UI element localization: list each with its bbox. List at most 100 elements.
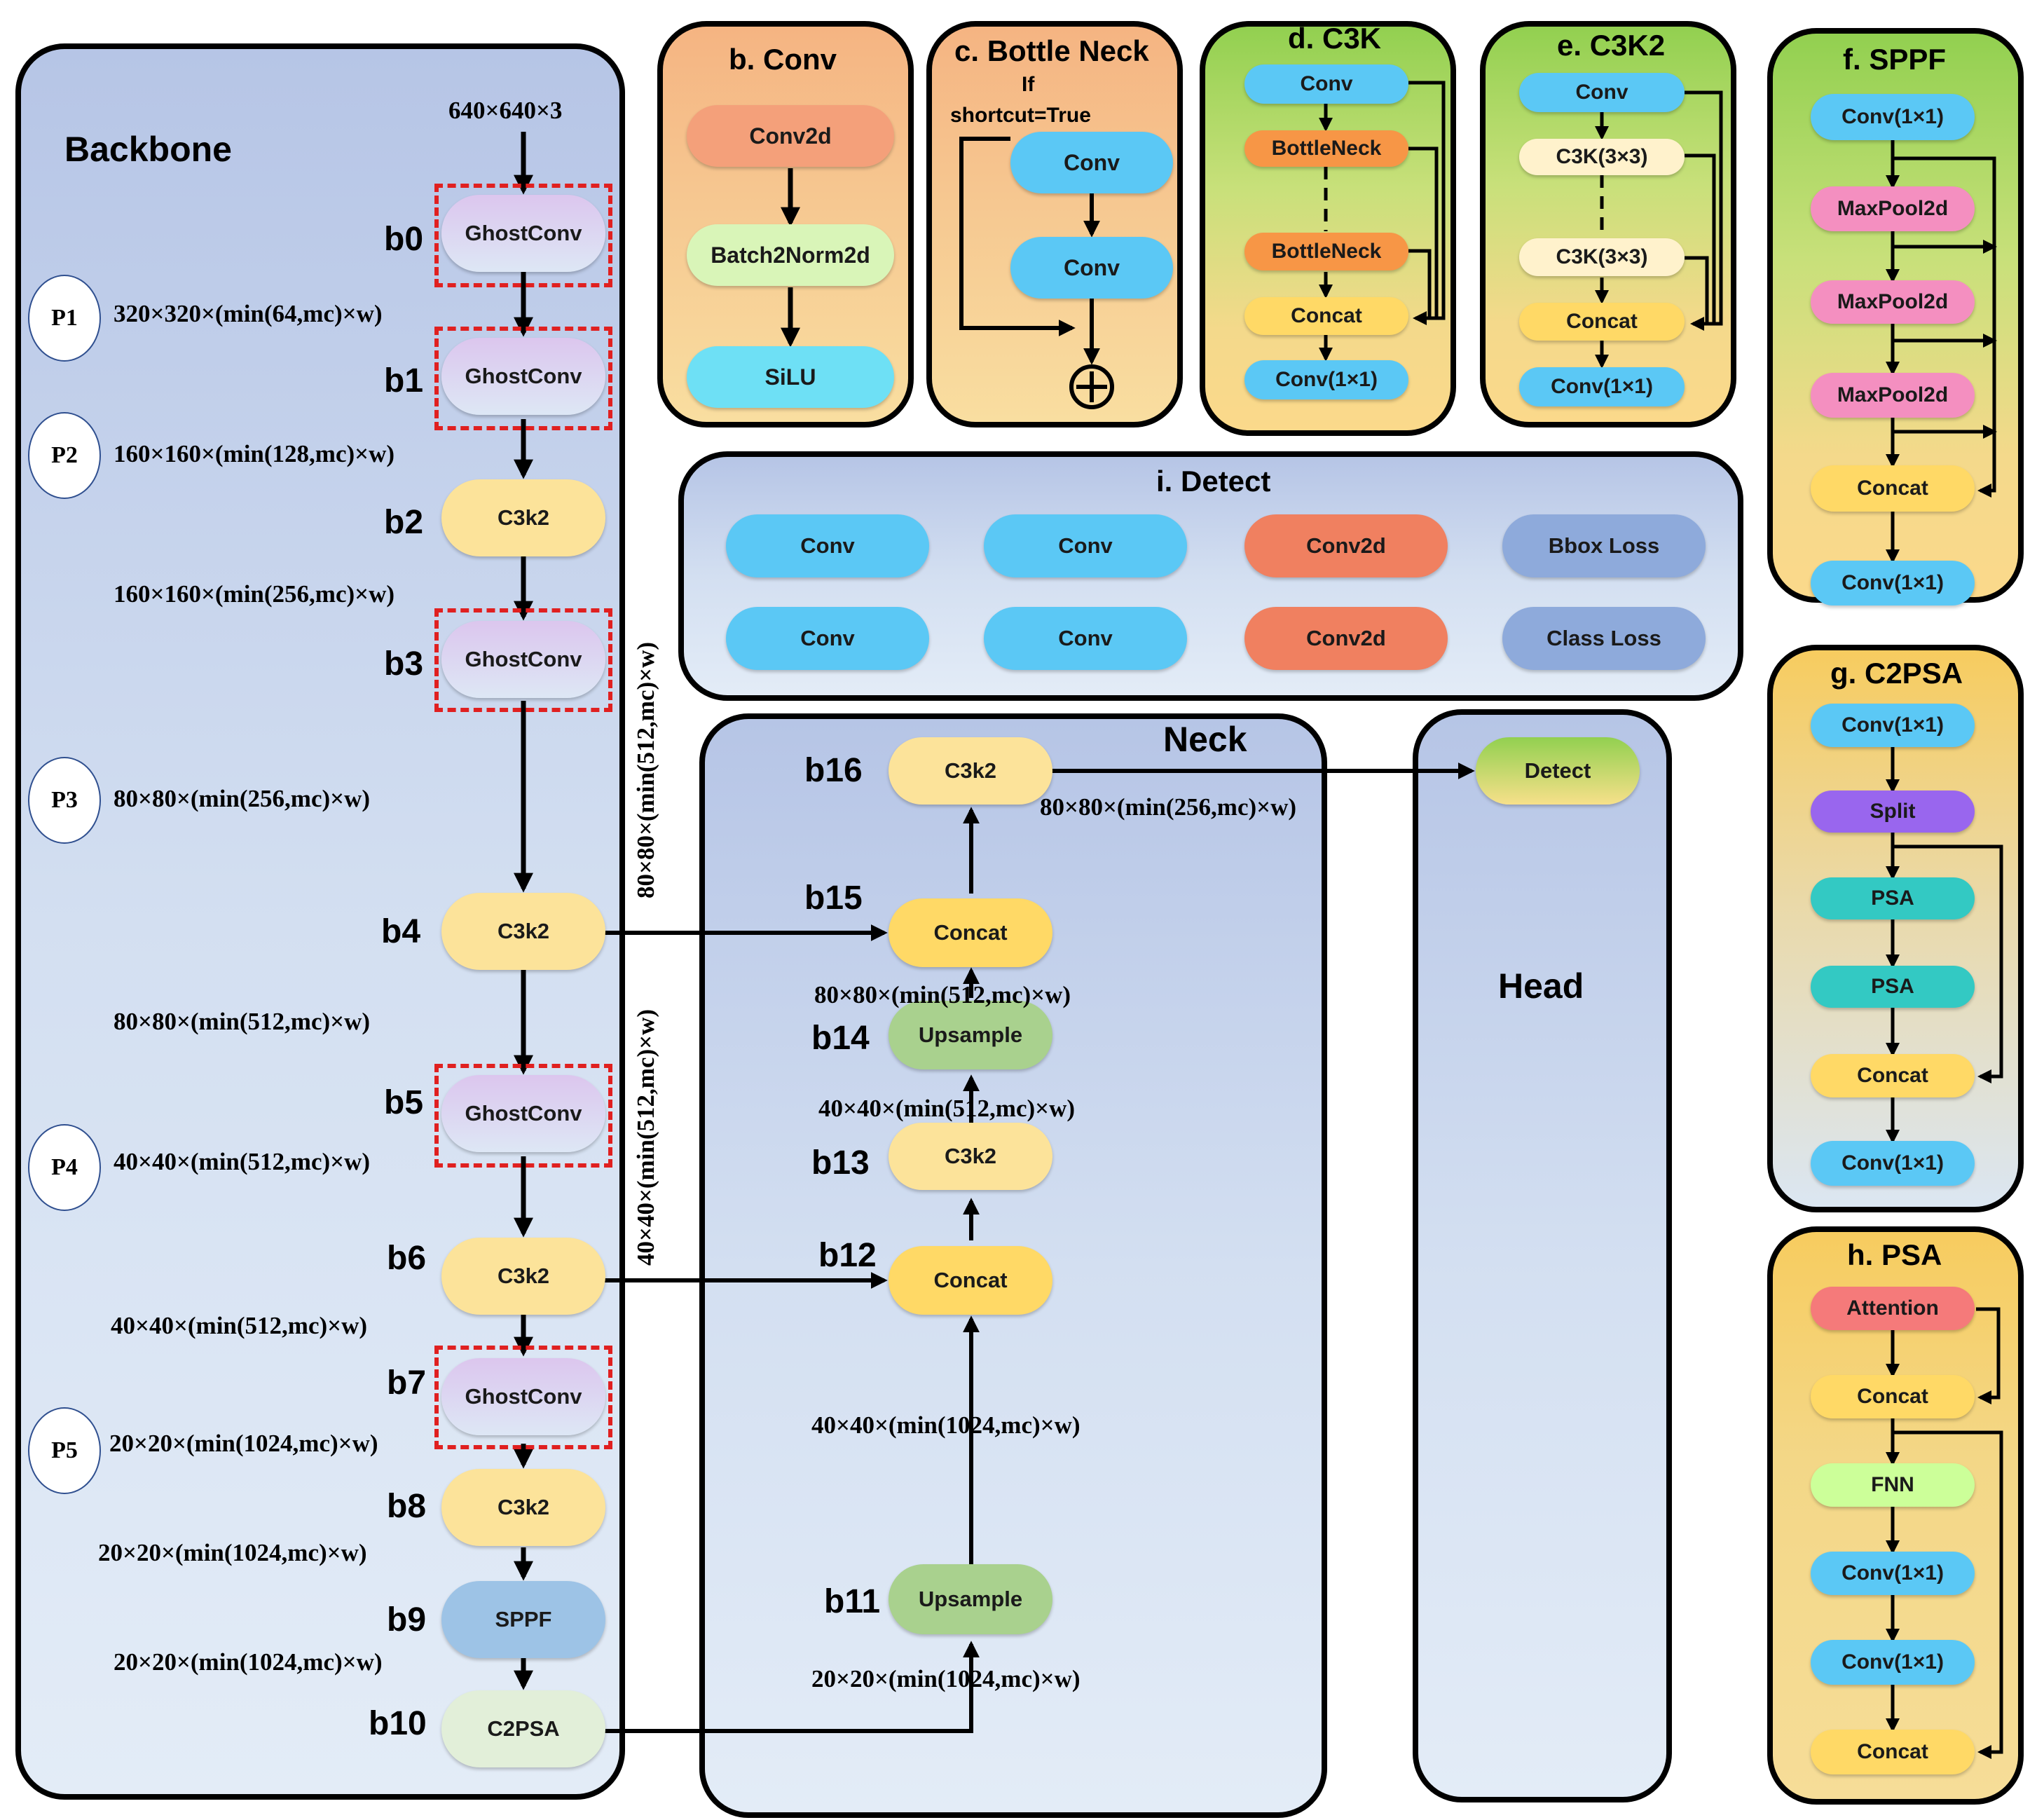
c3k-conv[interactable]: Conv <box>1244 64 1408 104</box>
b2-label: b2 <box>384 504 424 541</box>
head-panel <box>1413 709 1672 1802</box>
c3k-bottleneck-2[interactable]: BottleNeck <box>1244 233 1408 271</box>
b10-c2psa[interactable]: C2PSA <box>441 1690 605 1767</box>
sppf-maxpool-1[interactable]: MaxPool2d <box>1811 186 1975 231</box>
conv-silu[interactable]: SiLU <box>687 346 894 408</box>
add-icon <box>1069 364 1114 409</box>
b0-highlight <box>434 184 612 287</box>
detect-conv-r1c2[interactable]: Conv <box>984 514 1187 577</box>
side-dim-b4: 80×80×(min(512,mc)×w) <box>632 641 659 898</box>
bottleneck-title: c. Bottle Neck <box>954 34 1149 67</box>
c3k-concat[interactable]: Concat <box>1244 297 1408 335</box>
b5-ghostconv[interactable]: GhostConv <box>441 1075 605 1152</box>
bottleneck-conv-2[interactable]: Conv <box>1010 237 1173 299</box>
b13-c3k2[interactable]: C3k2 <box>889 1123 1052 1190</box>
c2psa-psa-2[interactable]: PSA <box>1811 966 1975 1008</box>
bottleneck-conv-1[interactable]: Conv <box>1010 132 1173 193</box>
conv-conv2d[interactable]: Conv2d <box>687 105 894 167</box>
b8-label: b8 <box>387 1488 427 1525</box>
b3-ghostconv[interactable]: GhostConv <box>441 621 605 698</box>
c3k2-conv[interactable]: Conv <box>1519 73 1685 112</box>
c3k-title: d. C3K <box>1288 22 1382 55</box>
dim-b6-out: 40×40×(min(512,mc)×w) <box>111 1312 368 1339</box>
detect-conv2d-r1[interactable]: Conv2d <box>1244 514 1448 577</box>
sppf-conv-1[interactable]: Conv(1×1) <box>1811 94 1975 140</box>
p2-circle: P2 <box>28 412 101 499</box>
neck-title: Neck <box>1163 720 1247 759</box>
p1-circle: P1 <box>28 275 101 362</box>
b1-ghostconv[interactable]: GhostConv <box>441 338 605 415</box>
head-detect[interactable]: Detect <box>1476 737 1640 805</box>
b9-sppf[interactable]: SPPF <box>441 1581 605 1658</box>
c2psa-psa-1[interactable]: PSA <box>1811 877 1975 919</box>
b12-concat[interactable]: Concat <box>889 1246 1052 1315</box>
conv-batchnorm[interactable]: Batch2Norm2d <box>687 224 894 286</box>
c3k2-c3k-1[interactable]: C3K(3×3) <box>1519 139 1685 175</box>
neck-dim-b14-in: 40×40×(min(512,mc)×w) <box>818 1095 1076 1122</box>
neck-dim-b15-in: 80×80×(min(512,mc)×w) <box>814 981 1071 1008</box>
neck-dim-b11-in: 20×20×(min(1024,mc)×w) <box>811 1665 1081 1692</box>
sppf-concat[interactable]: Concat <box>1811 465 1975 512</box>
psa-concat-2[interactable]: Concat <box>1811 1730 1975 1774</box>
b8-c3k2[interactable]: C3k2 <box>441 1469 605 1546</box>
b0-ghostconv[interactable]: GhostConv <box>441 195 605 272</box>
detect-class-loss[interactable]: Class Loss <box>1502 607 1706 670</box>
c2psa-conv-1[interactable]: Conv(1×1) <box>1811 704 1975 747</box>
c3k-conv-1x1[interactable]: Conv(1×1) <box>1244 360 1408 399</box>
b7-label: b7 <box>387 1364 427 1402</box>
b10-label: b10 <box>369 1705 427 1742</box>
b16-label: b16 <box>804 752 863 789</box>
psa-fnn[interactable]: FNN <box>1811 1463 1975 1507</box>
b3-label: b3 <box>384 645 424 683</box>
psa-conv-2[interactable]: Conv(1×1) <box>1811 1640 1975 1685</box>
psa-concat-1[interactable]: Concat <box>1811 1375 1975 1418</box>
b11-upsample[interactable]: Upsample <box>889 1564 1052 1634</box>
psa-conv-1[interactable]: Conv(1×1) <box>1811 1552 1975 1595</box>
c3k2-title: e. C3K2 <box>1557 29 1666 62</box>
b6-c3k2[interactable]: C3k2 <box>441 1238 605 1315</box>
sppf-maxpool-2[interactable]: MaxPool2d <box>1811 280 1975 324</box>
sppf-conv-2[interactable]: Conv(1×1) <box>1811 561 1975 605</box>
dim-p2: 160×160×(min(128,mc)×w) <box>114 440 395 467</box>
b7-ghostconv[interactable]: GhostConv <box>441 1358 605 1435</box>
detect-bbox-loss[interactable]: Bbox Loss <box>1502 514 1706 577</box>
detect-conv-r2c1[interactable]: Conv <box>726 607 929 670</box>
b4-label: b4 <box>381 913 421 950</box>
dim-b4-out: 80×80×(min(512,mc)×w) <box>114 1008 371 1035</box>
backbone-title: Backbone <box>64 130 232 169</box>
c2psa-conv-2[interactable]: Conv(1×1) <box>1811 1141 1975 1186</box>
c3k-bottleneck-1[interactable]: BottleNeck <box>1244 130 1408 167</box>
b16-c3k2[interactable]: C3k2 <box>889 737 1052 805</box>
psa-attention[interactable]: Attention <box>1811 1287 1975 1330</box>
detect-conv-r2c2[interactable]: Conv <box>984 607 1187 670</box>
b5-highlight <box>434 1064 612 1168</box>
b15-concat[interactable]: Concat <box>889 898 1052 967</box>
b1-label: b1 <box>384 362 424 399</box>
bottleneck-cond-shortcut: shortcut=True <box>950 104 1091 127</box>
c3k2-concat[interactable]: Concat <box>1519 303 1685 341</box>
conv-title: b. Conv <box>729 43 837 76</box>
c3k2-c3k-2[interactable]: C3K(3×3) <box>1519 238 1685 276</box>
dim-b8-out: 20×20×(min(1024,mc)×w) <box>98 1539 367 1566</box>
bottleneck-panel <box>926 21 1183 427</box>
b3-highlight <box>434 608 612 712</box>
b14-upsample[interactable]: Upsample <box>889 1001 1052 1069</box>
dim-p4: 40×40×(min(512,mc)×w) <box>114 1148 371 1175</box>
b2-c3k2[interactable]: C3k2 <box>441 479 605 556</box>
p3-circle: P3 <box>28 757 101 844</box>
b6-label: b6 <box>387 1240 427 1277</box>
neck-dim-b16-out: 80×80×(min(256,mc)×w) <box>1040 793 1297 821</box>
dim-b2-out: 160×160×(min(256,mc)×w) <box>114 580 395 608</box>
c2psa-title: g. C2PSA <box>1830 657 1963 690</box>
b4-c3k2[interactable]: C3k2 <box>441 893 605 970</box>
detect-conv-r1c1[interactable]: Conv <box>726 514 929 577</box>
c2psa-concat[interactable]: Concat <box>1811 1054 1975 1097</box>
dim-p3: 80×80×(min(256,mc)×w) <box>114 785 371 812</box>
c3k2-conv-1x1[interactable]: Conv(1×1) <box>1519 367 1685 406</box>
c2psa-split[interactable]: Split <box>1811 791 1975 833</box>
dim-p5: 20×20×(min(1024,mc)×w) <box>109 1430 378 1457</box>
detect-conv2d-r2[interactable]: Conv2d <box>1244 607 1448 670</box>
b9-label: b9 <box>387 1601 427 1638</box>
sppf-maxpool-3[interactable]: MaxPool2d <box>1811 373 1975 418</box>
